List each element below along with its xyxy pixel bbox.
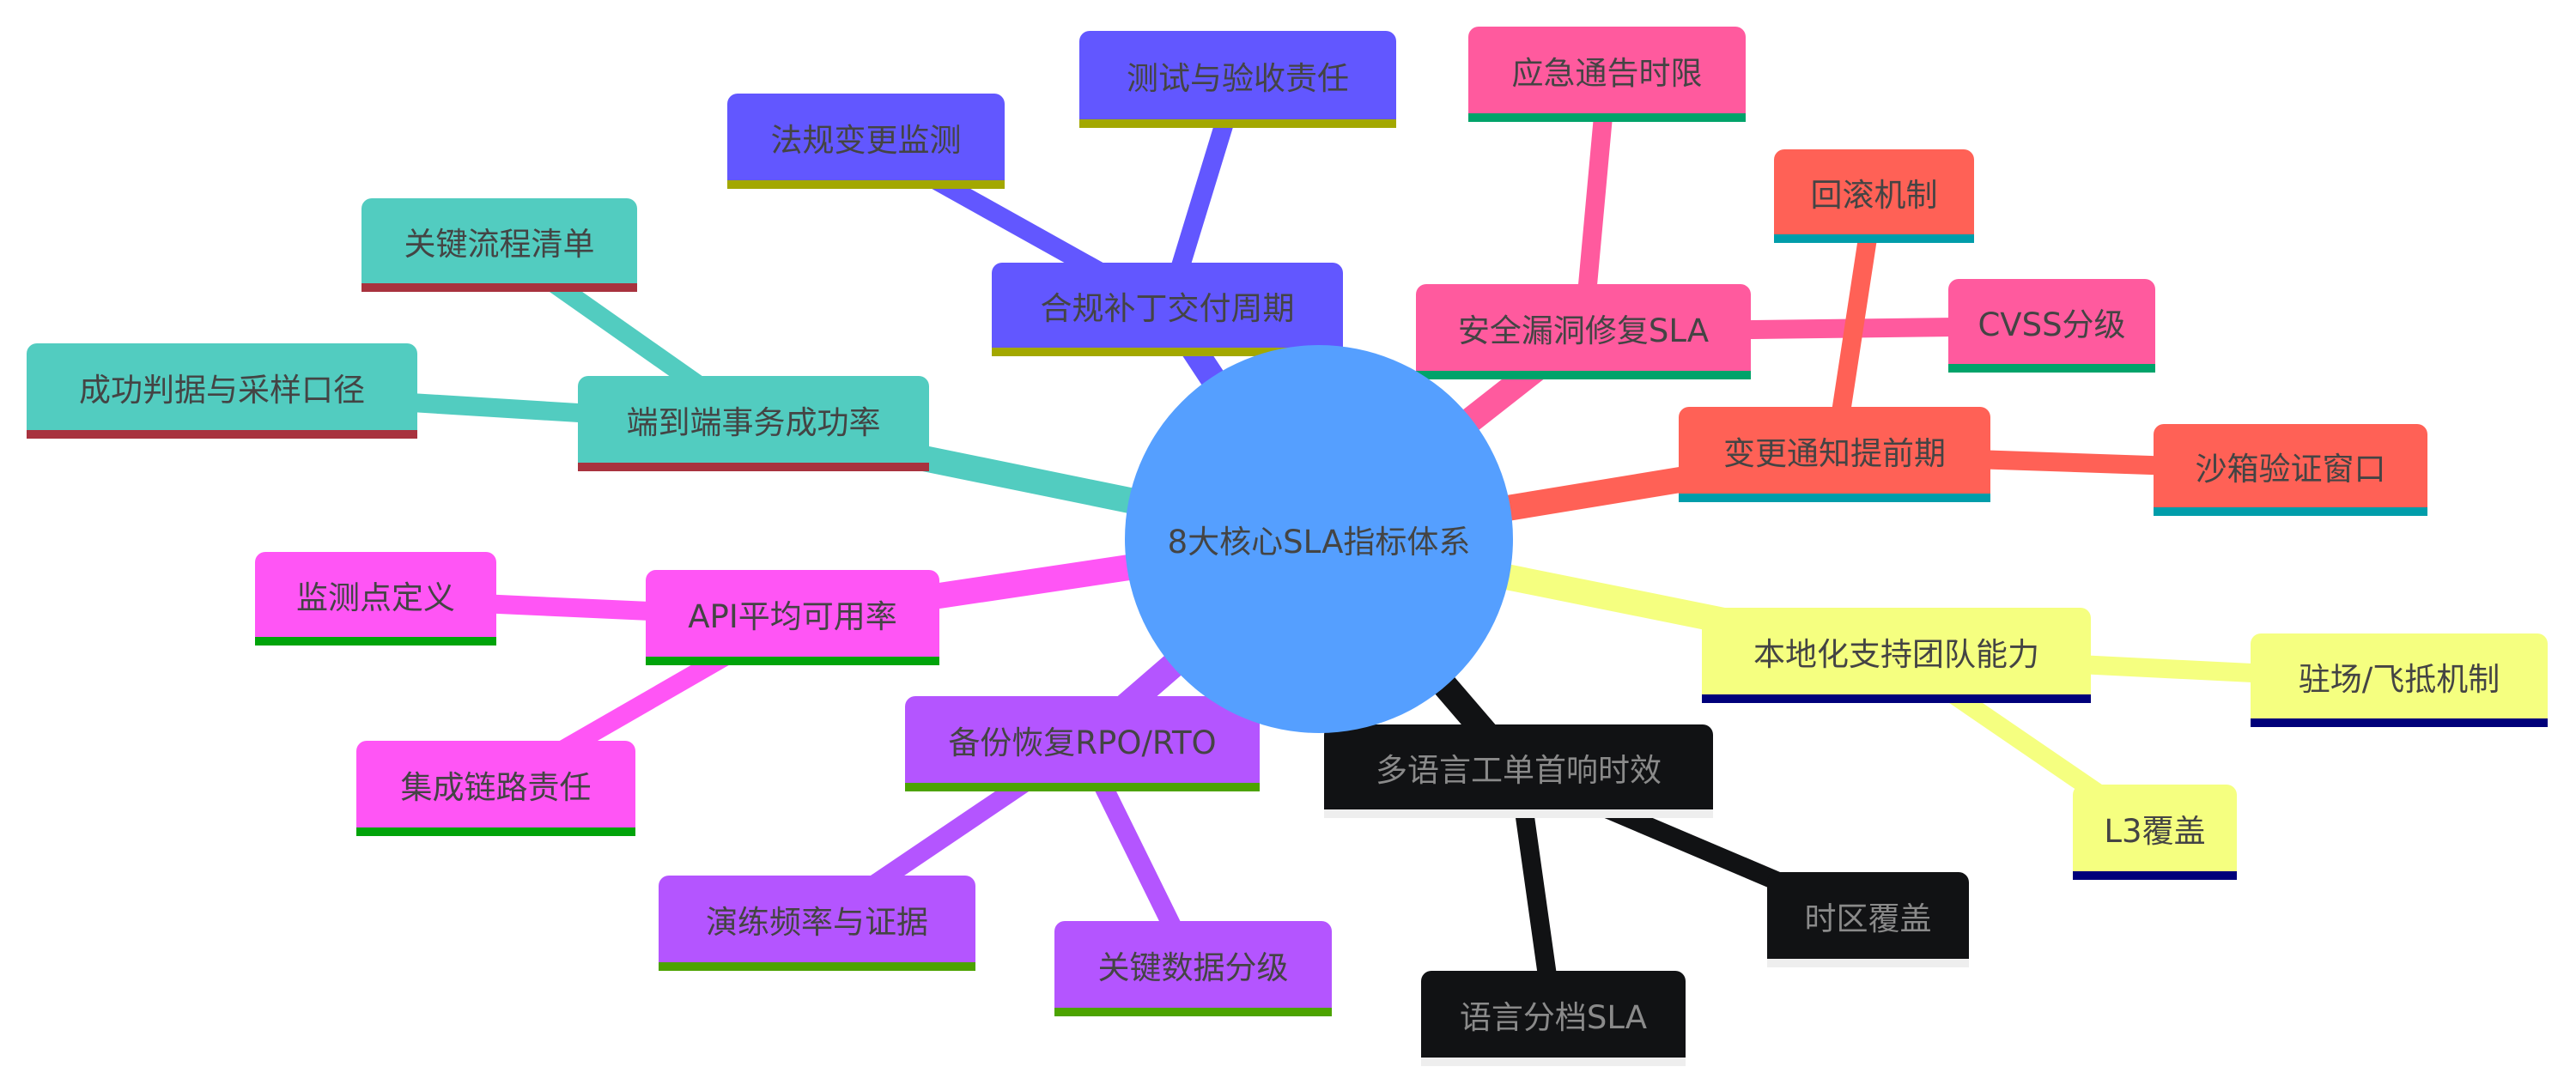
branch-node-localization-team[interactable]: 本地化支持团队能力 (1702, 608, 2091, 703)
leaf-node-regulation-monitoring[interactable]: 法规变更监测 (727, 94, 1005, 189)
leaf-node-l3-coverage[interactable]: L3覆盖 (2073, 785, 2237, 880)
branch-node-api-availability[interactable]: API平均可用率 (646, 570, 939, 665)
branch-node-compliance-patch[interactable]: 合规补丁交付周期 (992, 263, 1343, 356)
leaf-node-success-criteria[interactable]: 成功判据与采样口径 (27, 343, 417, 439)
leaf-node-timezone-coverage[interactable]: 时区覆盖 (1767, 872, 1969, 967)
leaf-node-onsite-mechanism[interactable]: 驻场/飞抵机制 (2251, 633, 2548, 727)
leaf-node-rollback[interactable]: 回滚机制 (1774, 149, 1974, 243)
leaf-node-data-classification[interactable]: 关键数据分级 (1054, 921, 1332, 1016)
branch-node-multilang-response[interactable]: 多语言工单首响时效 (1324, 724, 1713, 818)
branch-node-e2e-success-rate[interactable]: 端到端事务成功率 (578, 376, 929, 471)
leaf-node-testing-acceptance[interactable]: 测试与验收责任 (1079, 31, 1396, 128)
leaf-node-monitoring-points[interactable]: 监测点定义 (255, 552, 496, 646)
branch-node-change-notice[interactable]: 变更通知提前期 (1679, 407, 1990, 502)
leaf-node-integration-responsibility[interactable]: 集成链路责任 (356, 741, 635, 836)
root-node[interactable]: 8大核心SLA指标体系 (1125, 345, 1513, 733)
leaf-node-sandbox-window[interactable]: 沙箱验证窗口 (2154, 424, 2427, 516)
leaf-node-language-tier-sla[interactable]: 语言分档SLA (1421, 971, 1686, 1066)
branch-node-security-fix-sla[interactable]: 安全漏洞修复SLA (1416, 284, 1751, 379)
leaf-node-key-process-list[interactable]: 关键流程清单 (361, 198, 637, 292)
branch-node-backup-rpo-rto[interactable]: 备份恢复RPO/RTO (905, 696, 1260, 791)
leaf-node-cvss-grading[interactable]: CVSS分级 (1948, 279, 2155, 373)
leaf-node-emergency-notice[interactable]: 应急通告时限 (1468, 27, 1746, 122)
leaf-node-drill-frequency[interactable]: 演练频率与证据 (659, 876, 975, 971)
